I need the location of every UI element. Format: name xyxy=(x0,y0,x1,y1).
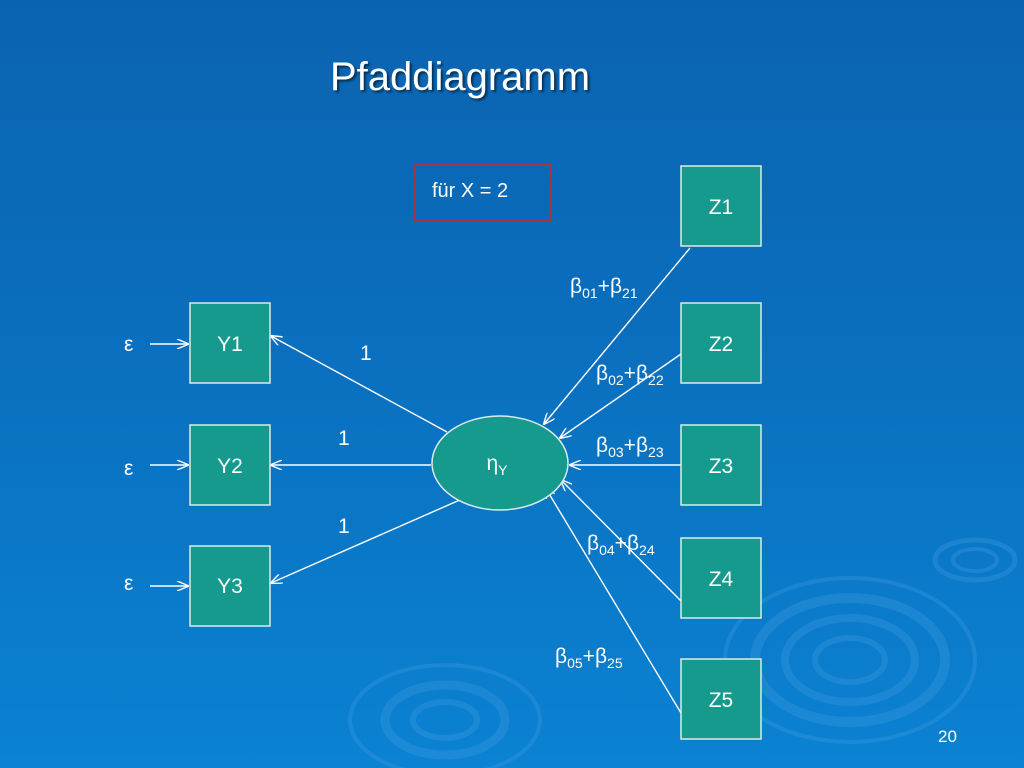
page-number: 20 xyxy=(938,727,957,746)
indicator-label: Y1 xyxy=(217,333,243,356)
predictor-node-z5: Z5 xyxy=(680,658,762,740)
indicator-node-y1: Y1 xyxy=(189,302,271,384)
loading-arrow-y1 xyxy=(271,336,448,433)
predictor-node-z4: Z4 xyxy=(680,537,762,619)
loading-arrow-y3 xyxy=(271,498,463,583)
coefficient-label-z5: β05+β25 xyxy=(555,645,623,671)
predictor-node-z1: Z1 xyxy=(680,165,762,247)
slide-title: Pfaddiagramm xyxy=(329,55,591,99)
coefficient-label-z2: β02+β22 xyxy=(596,362,664,388)
error-symbol-y2: ε xyxy=(124,457,133,480)
indicator-label: Y2 xyxy=(217,455,243,478)
path-arrow-z1 xyxy=(544,247,691,424)
path-arrow-z4 xyxy=(561,480,682,602)
predictor-node-z3: Z3 xyxy=(680,424,762,506)
indicator-node-y3: Y3 xyxy=(189,545,271,627)
latent-node: ηY xyxy=(431,415,569,511)
predictor-label: Z3 xyxy=(709,455,734,478)
predictor-label: Z1 xyxy=(709,196,734,219)
coefficient-label-z1: β01+β21 xyxy=(570,275,638,301)
predictor-label: Z2 xyxy=(709,333,734,356)
loading-label-y2: 1 xyxy=(338,427,350,450)
predictor-label: Z4 xyxy=(709,568,734,591)
error-symbol-y3: ε xyxy=(124,572,133,595)
path-arrow-z5 xyxy=(545,487,682,714)
latent-label: ηY xyxy=(486,452,508,478)
coefficient-label-z3: β03+β23 xyxy=(596,434,664,460)
error-symbol-y1: ε xyxy=(124,333,133,356)
loading-label-y3: 1 xyxy=(338,515,350,538)
condition-box: für X = 2 xyxy=(414,164,552,222)
predictor-label: Z5 xyxy=(709,689,734,712)
loading-label-y1: 1 xyxy=(360,342,372,365)
path-arrow-z2 xyxy=(560,353,682,438)
indicator-label: Y3 xyxy=(217,575,243,598)
predictor-node-z2: Z2 xyxy=(680,302,762,384)
coefficient-label-z4: β04+β24 xyxy=(587,532,655,558)
indicator-node-y2: Y2 xyxy=(189,424,271,506)
